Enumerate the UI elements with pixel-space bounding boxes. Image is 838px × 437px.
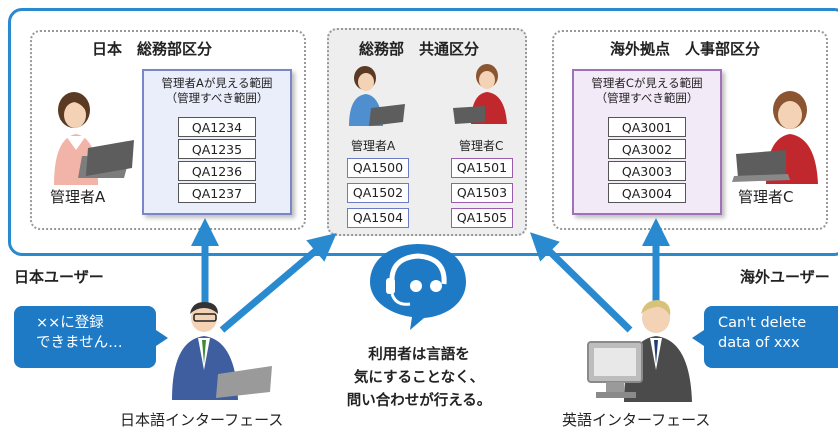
center-line3: 問い合わせが行える。 bbox=[346, 393, 492, 409]
scope-subtitle: （管理すべき範囲） bbox=[165, 91, 269, 105]
japan-bubble-line1: ××に登録 bbox=[36, 315, 104, 331]
admin-a-small-label: 管理者A bbox=[351, 139, 396, 153]
arrow-japan-to-common bbox=[219, 232, 337, 333]
code-item: QA3001 bbox=[608, 117, 686, 137]
code-item: QA3004 bbox=[608, 183, 686, 203]
admin-a-small-person-icon bbox=[349, 66, 405, 126]
admin-c-person-icon bbox=[732, 91, 818, 184]
japan-bubble-tail bbox=[156, 330, 168, 346]
region-common: 総務部 共通区分 管理者A 管理者C QA1500 QA1502 QA1504 … bbox=[327, 28, 527, 236]
admin-c-small-person-icon bbox=[453, 64, 507, 124]
code-item: QA1235 bbox=[178, 139, 256, 159]
japan-user-bubble: ××に登録 できません… bbox=[14, 306, 156, 368]
admin-a-person-icon bbox=[54, 92, 134, 185]
scope-subtitle: （管理すべき範囲） bbox=[595, 91, 699, 105]
code-item: QA3003 bbox=[608, 161, 686, 181]
japan-user-label: 日本ユーザー bbox=[14, 268, 104, 286]
center-line1: 利用者は言語を bbox=[368, 347, 470, 363]
code-item-admin-a: QA1500 bbox=[347, 158, 409, 178]
overseas-bubble-line2: data of xxx bbox=[718, 335, 800, 351]
scope-box-admin-c: 管理者Cが見える範囲 （管理すべき範囲） QA3001 QA3002 QA300… bbox=[572, 69, 722, 215]
region-common-title: 総務部 共通区分 bbox=[359, 40, 480, 58]
support-chat-icon bbox=[370, 244, 466, 330]
scope-box-admin-a: 管理者Aが見える範囲 （管理すべき範囲） QA1234 QA1235 QA123… bbox=[142, 69, 292, 215]
region-japan: 日本 総務部区分 管理者Aが見える範囲 （管理すべき範囲） QA1234 QA1… bbox=[30, 30, 306, 230]
overseas-bubble-tail bbox=[692, 330, 704, 346]
region-japan-title: 日本 総務部区分 bbox=[92, 40, 213, 58]
admin-a-label: 管理者A bbox=[50, 188, 106, 206]
overseas-user-label: 海外ユーザー bbox=[740, 268, 830, 286]
overseas-bubble-line1: Can't delete bbox=[718, 315, 807, 331]
code-list: QA1234 QA1235 QA1236 QA1237 bbox=[144, 117, 290, 205]
admin-c-label: 管理者C bbox=[738, 188, 794, 206]
code-item: QA1234 bbox=[178, 117, 256, 137]
arrow-overseas-to-common bbox=[529, 232, 633, 333]
japan-user-person-icon bbox=[172, 302, 272, 400]
code-item-admin-a: QA1502 bbox=[347, 183, 409, 203]
code-item: QA1236 bbox=[178, 161, 256, 181]
admin-c-small-label: 管理者C bbox=[459, 139, 504, 153]
code-item: QA3002 bbox=[608, 139, 686, 159]
japanese-interface-label: 日本語インターフェース bbox=[120, 411, 284, 429]
code-item-admin-a: QA1504 bbox=[347, 208, 409, 228]
code-item-admin-c: QA1503 bbox=[451, 183, 513, 203]
scope-title: 管理者Cが見える範囲 bbox=[591, 76, 703, 90]
japan-bubble-line2: できません… bbox=[36, 335, 123, 351]
overseas-user-person-icon bbox=[587, 300, 692, 402]
center-line2: 気にすることなく、 bbox=[353, 370, 485, 386]
code-item-admin-c: QA1501 bbox=[451, 158, 513, 178]
scope-title: 管理者Aが見える範囲 bbox=[161, 76, 273, 90]
overseas-user-bubble: Can't delete data of xxx bbox=[704, 306, 838, 368]
center-message: 利用者は言語を 気にすることなく、 問い合わせが行える。 bbox=[326, 344, 512, 413]
english-interface-label: 英語インターフェース bbox=[562, 411, 711, 429]
region-overseas: 海外拠点 人事部区分 管理者Cが見える範囲 （管理すべき範囲） QA3001 Q… bbox=[552, 30, 828, 230]
region-overseas-title: 海外拠点 人事部区分 bbox=[610, 40, 761, 58]
code-item: QA1237 bbox=[178, 183, 256, 203]
code-item-admin-c: QA1505 bbox=[451, 208, 513, 228]
code-list: QA3001 QA3002 QA3003 QA3004 bbox=[574, 117, 720, 205]
